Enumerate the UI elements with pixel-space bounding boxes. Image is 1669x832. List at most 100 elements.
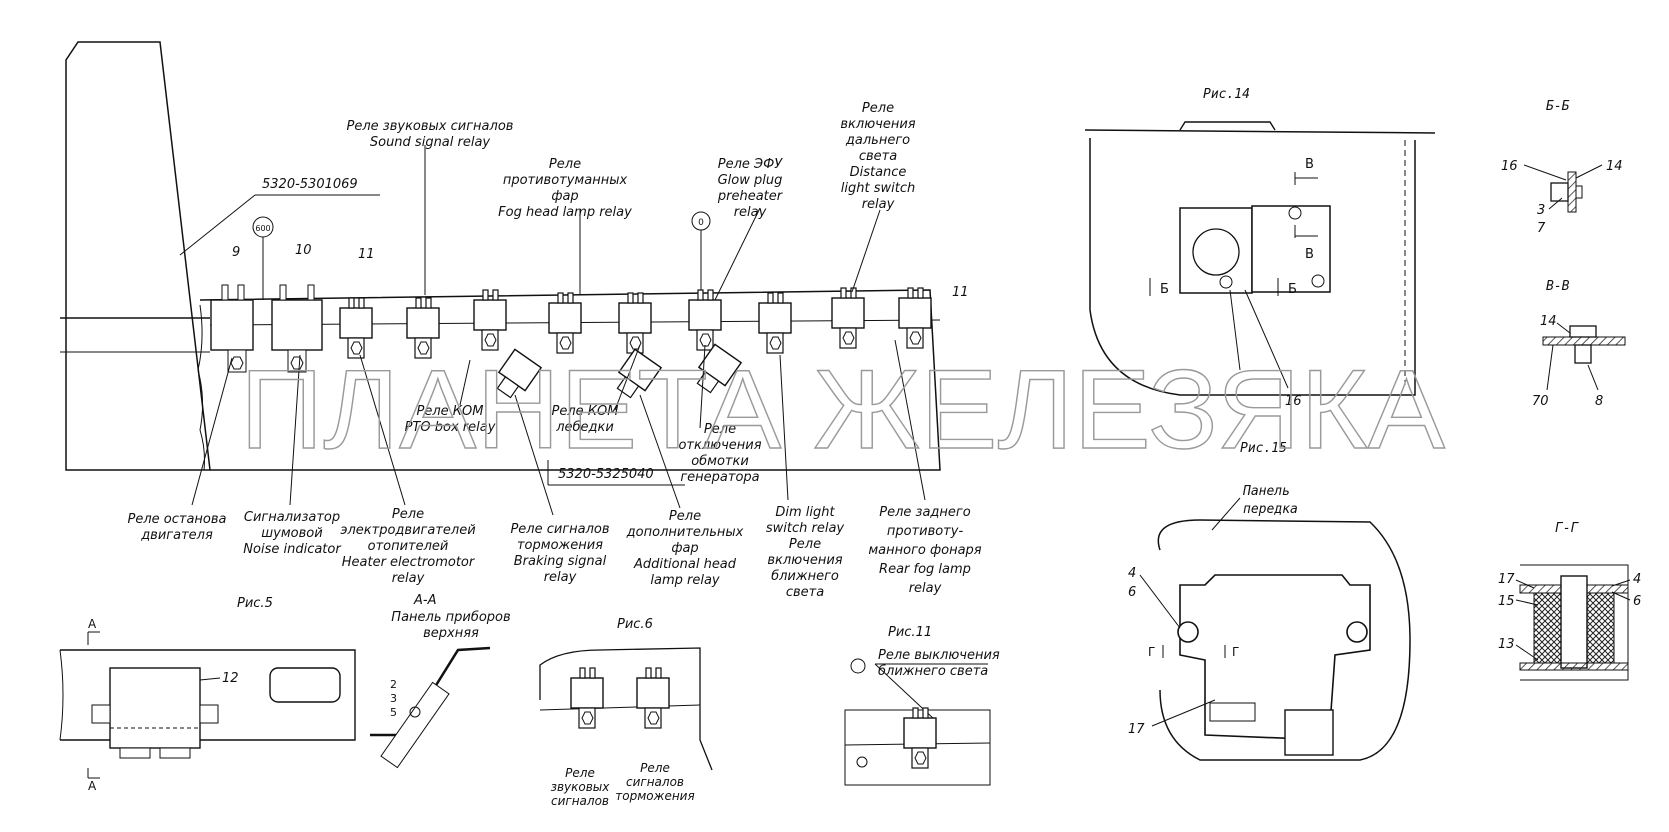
fig11-title: Рис.11 [888,625,932,640]
pos-4-gg: 4 [1633,572,1641,587]
pos-70: 70 [1532,394,1549,409]
front-panel-label-1: Панель [1242,484,1290,499]
pos-17-gg: 17 [1498,572,1515,587]
svg-text:отключения: отключения [678,438,761,453]
svg-text:Реле КОМ: Реле КОМ [552,404,619,419]
callout-fog-head: Реле противотуманных фар Fog head lamp r… [498,157,632,220]
fig14-mark-b-right: Б [1288,282,1297,297]
instrument-panel-label-2: верхняя [423,626,479,641]
fig6-title: Рис.6 [617,617,653,632]
svg-text:Реле ЭФУ: Реле ЭФУ [718,157,784,172]
svg-text:фар: фар [671,541,698,556]
svg-text:фар: фар [551,189,578,204]
callout-heater-motor: Реле электродвигателей отопителей Heater… [340,507,476,586]
callout-kom-winch: Реле КОМ лебедки [552,404,619,435]
svg-text:ближнего: ближнего [771,569,839,584]
svg-text:Distance: Distance [850,165,907,180]
fig14-title: Рис.14 [1203,87,1250,102]
callout-pto-box: Реле КОМ PTO box relay [405,404,496,435]
svg-text:торможения: торможения [517,538,603,553]
pos-3-bb: 3 [1537,203,1545,218]
svg-text:Heater electromotor: Heater electromotor [342,555,476,570]
svg-text:Реле: Реле [549,157,581,172]
relay-pto-box [473,289,507,351]
fig6-sound-1: Реле [565,766,595,780]
svg-text:отопителей: отопителей [368,539,449,554]
instrument-panel-label-1: Панель приборов [391,610,510,625]
svg-text:противотуманных: противотуманных [503,173,628,188]
callout-rear-fog: Реле заднего противоту- манного фонаря R… [868,505,981,596]
fig11-dim-2: ближнего света [878,664,988,679]
fig15-mark-g-right: Г [1232,645,1239,659]
fig6-brake-1: Реле [640,761,670,775]
part-number-harness-1: 5320-5301069 [262,177,358,192]
relay-kom-winch [618,292,652,354]
section-b-b: Б-Б 16 14 3 7 [1501,99,1623,236]
callout-glow-plug: Реле ЭФУ Glow plug preheater relay [717,157,784,220]
pos-15-gg: 15 [1498,594,1515,609]
fig15-title: Рис.15 [1240,441,1287,456]
relay-rear-fog [898,287,932,349]
svg-text:манного фонаря: манного фонаря [868,543,981,558]
fig6-brake-2: сигналов [626,775,684,789]
pos-14-vv: 14 [1540,314,1557,329]
callout-distance-light: Реле включения дальнего света Distance l… [840,101,915,212]
svg-text:дополнительных: дополнительных [626,525,744,540]
figure-14: Рис.14 16 В В Б Б [1084,87,1436,409]
callout-additional-head: Реле дополнительных фар Additional head … [626,509,744,588]
callout-braking-signal: Реле сигналов торможения Braking signal … [510,522,609,585]
fig5-title: Рис.5 [237,596,273,611]
section-a-a: А-А Панель приборов верхняя 2 3 5 [370,593,511,769]
pos-3: 3 [390,692,397,705]
circle-0-label: 0 [698,218,704,228]
section-bb-title: Б-Б [1546,99,1570,114]
pos-14-bb: 14 [1606,159,1623,174]
svg-text:Реле останова: Реле останова [128,512,227,527]
svg-text:relay: relay [544,570,577,585]
pos-6-fig15: 6 [1128,585,1136,600]
pos-11-left: 11 [358,247,375,262]
fig6-brake-3: торможения [615,789,694,803]
front-panel-label-2: передка [1243,502,1298,517]
svg-text:light switch: light switch [841,181,915,196]
pos-7-bb: 7 [1537,221,1546,236]
fig6-sound-2: звуковых [551,780,611,794]
svg-text:Реле звуковых сигналов: Реле звуковых сигналов [347,119,514,134]
svg-text:switch relay: switch relay [766,521,845,536]
svg-text:Glow plug: Glow plug [718,173,783,188]
callout-sound-signal: Реле звуковых сигналов Sound signal rela… [347,119,514,150]
pos-4-fig15: 4 [1128,566,1136,581]
svg-text:обмотки: обмотки [691,454,749,469]
section-g-g: Г-Г 17 15 13 4 6 [1498,521,1641,681]
relay-distance-light [831,287,865,349]
circle-600-label: 600 [255,224,270,233]
svg-text:preheater: preheater [717,189,784,204]
pos-2: 2 [390,678,397,691]
svg-text:Реле: Реле [392,507,424,522]
part-number-harness-2: 5320-5325040 [558,467,654,482]
svg-text:Реле: Реле [789,537,821,552]
pos-8-vv: 8 [1595,394,1603,409]
svg-text:Реле: Реле [862,101,894,116]
svg-text:Реле: Реле [669,509,701,524]
svg-text:PTO box relay: PTO box relay [405,420,496,435]
section-aa-title: А-А [413,593,436,608]
section-vv-title: В-В [1546,279,1570,294]
pos-9: 9 [232,245,240,260]
svg-text:Sound signal relay: Sound signal relay [370,135,491,150]
svg-text:relay: relay [862,197,895,212]
svg-text:Реле: Реле [704,422,736,437]
pos-16-fig14: 16 [1285,394,1302,409]
svg-text:включения: включения [840,117,915,132]
svg-text:Fog head lamp relay: Fog head lamp relay [498,205,632,220]
figure-11: Рис.11 Реле выключения ближнего света [844,625,1000,786]
fig15-mark-g-left: Г [1148,645,1155,659]
callout-engine-stop: Реле останова двигателя [128,512,227,543]
callout-generator-off: Реле отключения обмотки генератора [678,422,761,485]
svg-text:relay: relay [734,205,767,220]
callout-dim-light: Dim light switch relay Реле включения бл… [766,505,845,600]
svg-text:Реле КОМ: Реле КОМ [417,404,484,419]
svg-text:Rear fog lamp: Rear fog lamp [879,562,971,577]
svg-text:Dim light: Dim light [775,505,835,520]
fig11-dim-1: Реле выключения [878,648,1000,663]
